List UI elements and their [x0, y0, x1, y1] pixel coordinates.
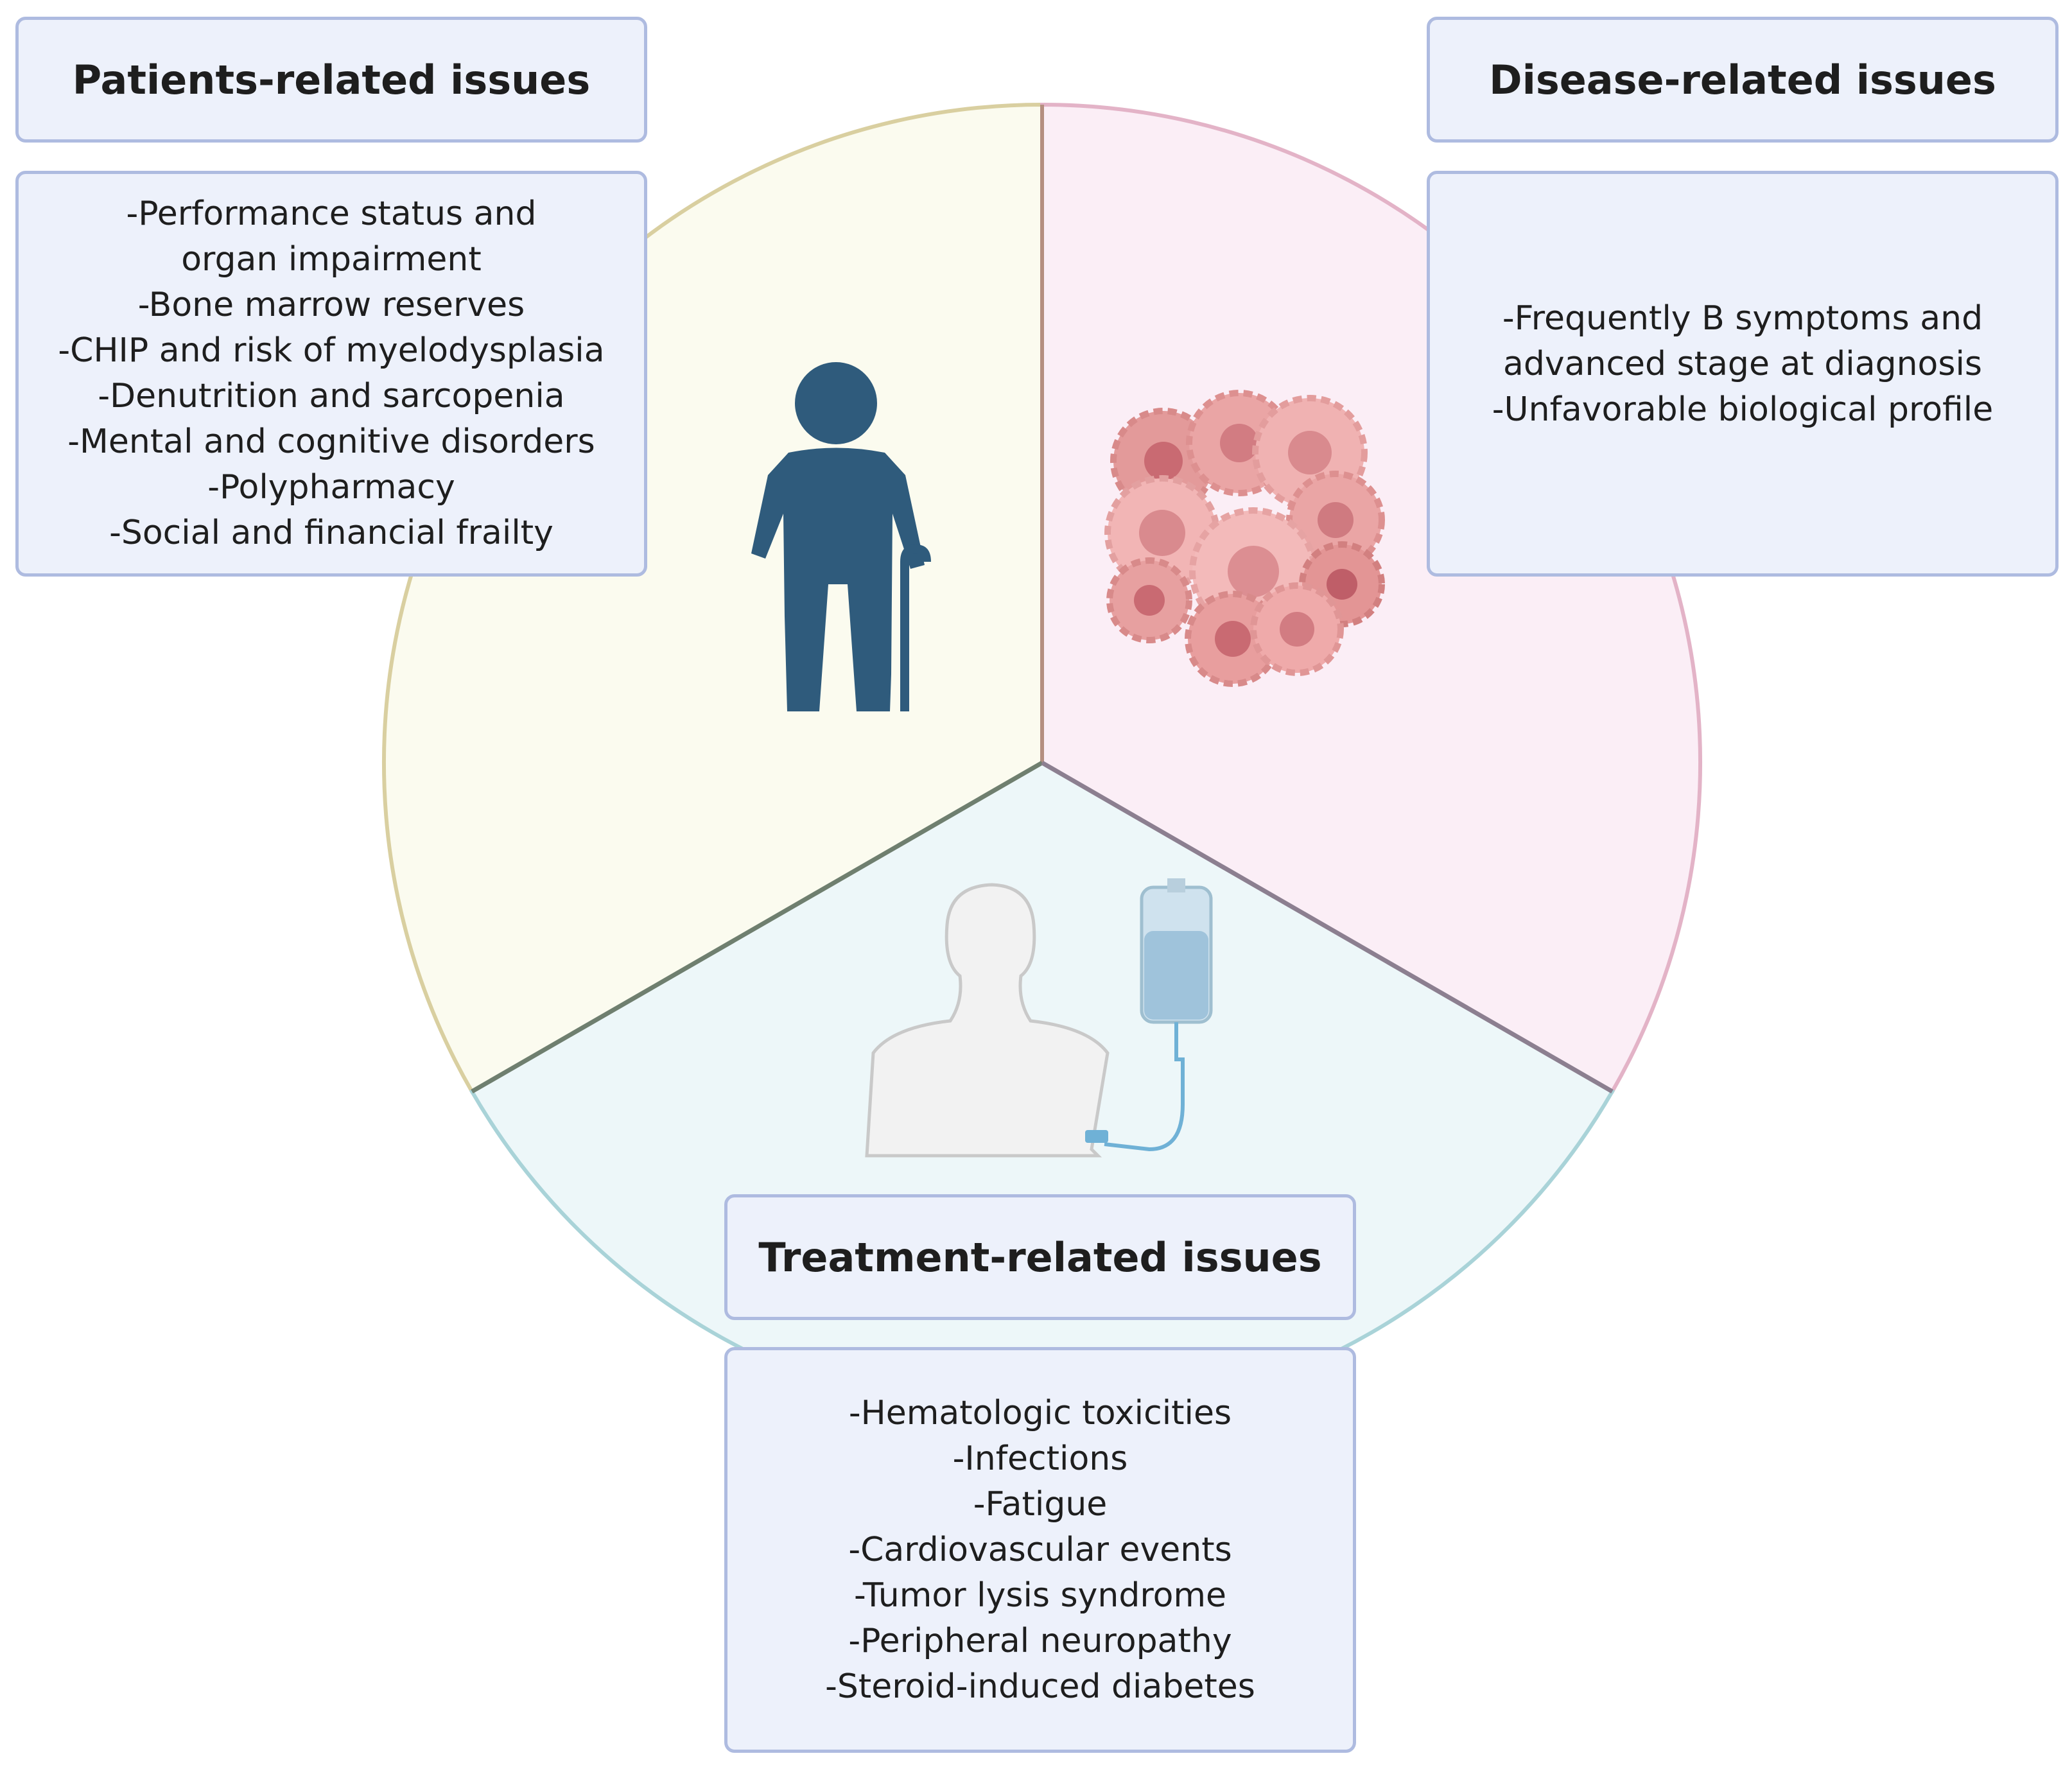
patients-item: -Social and financial frailty	[109, 514, 553, 552]
patients-item: -Performance status and organ impairment	[126, 195, 537, 279]
treatment-item: -Hematologic toxicities	[848, 1393, 1232, 1432]
divider-left	[471, 760, 1043, 1094]
patients-item: -Bone marrow reserves	[137, 286, 525, 324]
treatment-item: -Infections	[952, 1439, 1128, 1478]
treatment-title-box: Treatment-related issues	[724, 1194, 1356, 1320]
disease-title: Disease-related issues	[1489, 56, 1996, 103]
patients-title-box: Patients-related issues	[15, 17, 647, 143]
tumor-cells-icon	[1104, 390, 1385, 687]
patients-issues-box: -Performance status and organ impairment…	[15, 171, 647, 577]
treatment-issues-box: -Hematologic toxicities -Infections -Fat…	[724, 1347, 1356, 1753]
treatment-item: -Steroid-induced diabetes	[825, 1667, 1255, 1706]
patients-title: Patients-related issues	[72, 56, 591, 103]
treatment-item: -Fatigue	[973, 1484, 1108, 1524]
treatment-item: -Tumor lysis syndrome	[853, 1576, 1227, 1615]
patients-item: -Mental and cognitive disorders	[67, 422, 595, 461]
patients-item: -Polypharmacy	[207, 468, 455, 507]
patients-item: -Denutrition and sarcopenia	[98, 377, 565, 415]
disease-item: -Frequently B symptoms and advanced stag…	[1502, 299, 1983, 383]
patients-item: -CHIP and risk of myelodysplasia	[58, 331, 605, 370]
disease-title-box: Disease-related issues	[1427, 17, 2059, 143]
patient-iv-infusion-icon	[865, 878, 1213, 1158]
treatment-item: -Cardiovascular events	[848, 1530, 1232, 1569]
disease-issues-box: -Frequently B symptoms and advanced stag…	[1427, 171, 2059, 577]
treatment-item: -Peripheral neuropathy	[848, 1621, 1232, 1660]
divider-right	[1041, 760, 1614, 1094]
treatment-title: Treatment-related issues	[758, 1233, 1322, 1281]
disease-item: -Unfavorable biological profile	[1492, 390, 1994, 429]
elderly-person-with-cane-icon	[751, 362, 931, 711]
